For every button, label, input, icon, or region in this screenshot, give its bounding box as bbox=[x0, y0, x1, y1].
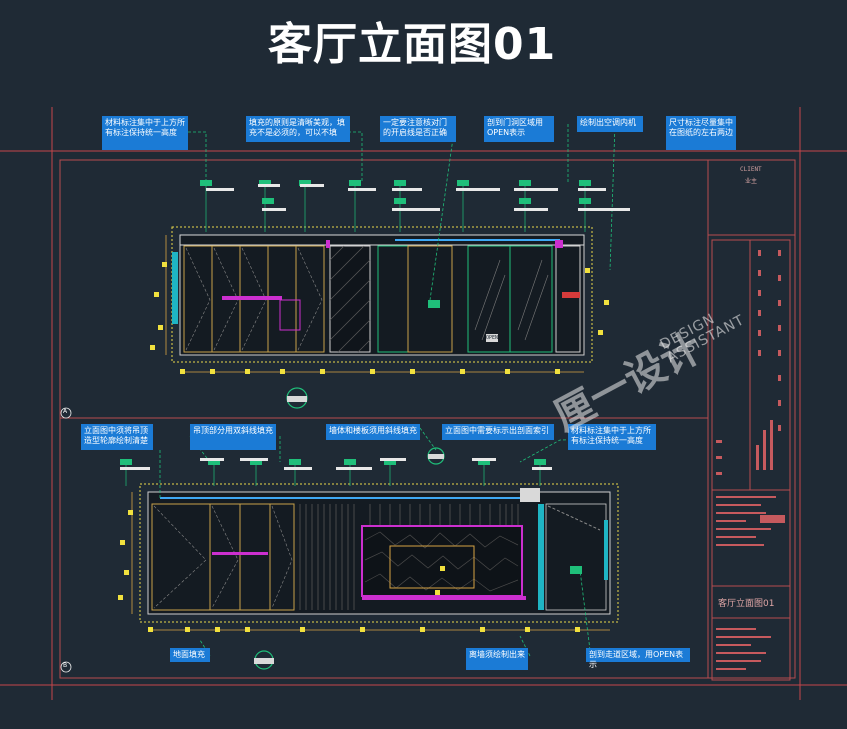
note-wall-offset: 离墙须绘制出来 bbox=[466, 648, 528, 670]
note-ceiling-hatch: 吊顶部分用双斜线填充 bbox=[190, 424, 276, 450]
note-material-top-b: 材料标注集中于上方所有标注保持统一高度 bbox=[568, 424, 656, 450]
page-title: 客厅立面图01 bbox=[268, 19, 557, 70]
title-block-client-name: 业主 bbox=[745, 178, 758, 185]
title-block-client-label: CLIENT bbox=[740, 166, 762, 173]
title-block-details bbox=[716, 250, 785, 670]
section-marker-a: A bbox=[62, 408, 68, 415]
elevation-b bbox=[118, 447, 619, 670]
note-door-swing: 一定要注意核对门的开启线是否正确 bbox=[380, 116, 456, 142]
note-ceiling-outline: 立面图中须将吊顶造型轮廓绘制清楚 bbox=[81, 424, 153, 450]
note-wall-hatch: 墙体和楼板须用斜线填充 bbox=[326, 424, 420, 440]
note-open-door: 剖到门洞区域用OPEN表示 bbox=[484, 116, 554, 142]
note-floor-fill: 地面填充 bbox=[170, 648, 210, 662]
elevation-a bbox=[150, 226, 609, 409]
note-dimension: 尺寸标注尽量集中在图纸的左右两边 bbox=[666, 116, 736, 150]
open-label: OPEN bbox=[486, 335, 499, 341]
note-open-corridor: 剖到走道区域，用OPEN表示 bbox=[586, 648, 690, 669]
title-block-drawing-name: 客厅立面图01 bbox=[718, 599, 775, 609]
note-aircon: 绘制出空调内机 bbox=[577, 116, 643, 132]
red-frame bbox=[0, 107, 847, 700]
note-section-index: 立面图中需要标示出剖面索引 bbox=[442, 424, 554, 440]
section-marker-b: B bbox=[62, 662, 68, 669]
note-fill-principle: 填充的原则是清晰美观，填充不是必须的，可以不填 bbox=[246, 116, 350, 142]
note-material-top-a: 材料标注集中于上方所有标注保持统一高度 bbox=[102, 116, 188, 150]
